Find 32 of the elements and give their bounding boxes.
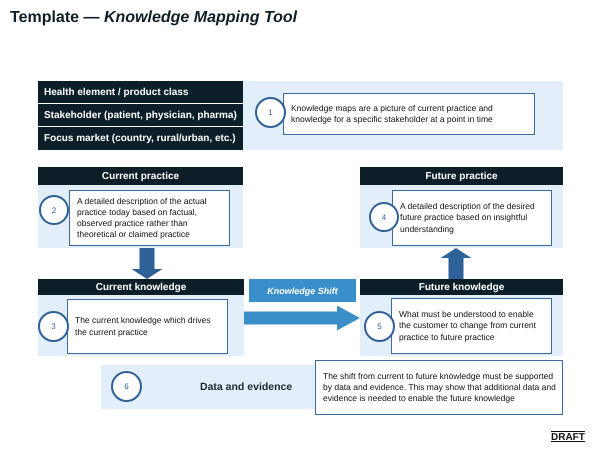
step-number: 2 bbox=[39, 195, 69, 225]
section-heading: Future knowledge bbox=[360, 279, 563, 295]
description-box: A detailed description of the desired future practice based on insightful understanding bbox=[392, 190, 552, 246]
step-number: 1 bbox=[255, 97, 286, 128]
draft-label: DRAFT bbox=[551, 432, 585, 443]
band-title: Data and evidence bbox=[200, 381, 292, 393]
info-panel bbox=[243, 81, 563, 150]
evidence-band bbox=[101, 365, 317, 409]
block-arrow bbox=[132, 248, 162, 279]
section-panel bbox=[38, 279, 244, 356]
section-panel bbox=[360, 279, 563, 356]
page-title: Template — Knowledge Mapping Tool bbox=[10, 9, 298, 27]
step-number: 3 bbox=[38, 311, 69, 342]
step-number: 6 bbox=[111, 371, 142, 402]
description-box: A detailed description of the actual practice today based on factual, observed practice rather than theoretical or claimed practice bbox=[69, 190, 230, 246]
header-row: Focus market (country, rural/urban, etc.) bbox=[38, 127, 243, 150]
header-row: Stakeholder (patient, physician, pharma) bbox=[38, 104, 243, 126]
section-heading: Future practice bbox=[360, 167, 563, 185]
description-box: What must be understood to enable the customer to change from current practice to future practice bbox=[391, 298, 552, 354]
section-panel bbox=[360, 167, 563, 248]
header-row: Health element / product class bbox=[38, 81, 243, 103]
description-box: The shift from current to future knowledge must be supported by data and evidence. This may show that additional data and evidence is needed to enable the future knowledge bbox=[315, 360, 563, 415]
caption-banner: Knowledge Shift bbox=[249, 279, 356, 302]
section-heading: Current knowledge bbox=[38, 279, 244, 295]
description-box: Knowledge maps are a picture of current practice and knowledge for a specific stakeholder at a point in time bbox=[283, 93, 535, 135]
block-arrow bbox=[440, 248, 472, 279]
step-number: 4 bbox=[369, 202, 399, 232]
block-arrow bbox=[244, 306, 360, 330]
section-panel bbox=[38, 167, 243, 248]
section-heading: Current practice bbox=[38, 167, 243, 185]
description-box: The current knowledge which drives the current practice bbox=[67, 299, 228, 354]
step-number: 5 bbox=[364, 311, 395, 342]
